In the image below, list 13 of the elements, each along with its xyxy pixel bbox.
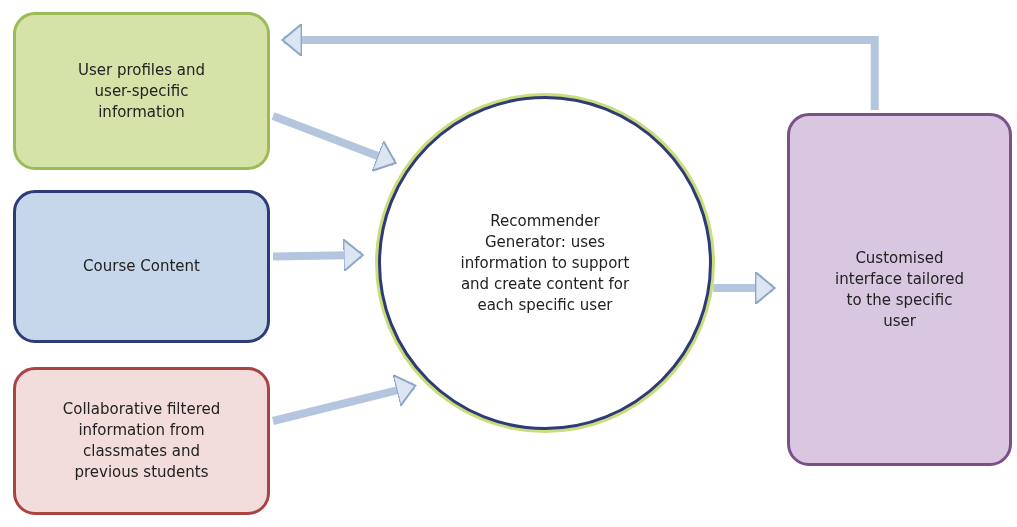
rounded-box [13,367,270,515]
node-text: Course Content [82,256,201,277]
rounded-box [787,113,1012,466]
block-arrow [272,238,364,273]
block-arrow [713,271,776,305]
node-text: Customised interface tailored to the specific user [834,247,965,332]
rounded-box [13,190,270,343]
node-text: User profiles and user-specific information [76,59,207,123]
rounded-box [13,12,270,170]
block-arrow [271,112,397,172]
block-arrow [272,373,417,425]
node-text: Recommender Generator: uses information to support and create content for each specific user [459,210,631,316]
node-text: Collaborative filtered information from classmates and previous students [61,399,222,483]
